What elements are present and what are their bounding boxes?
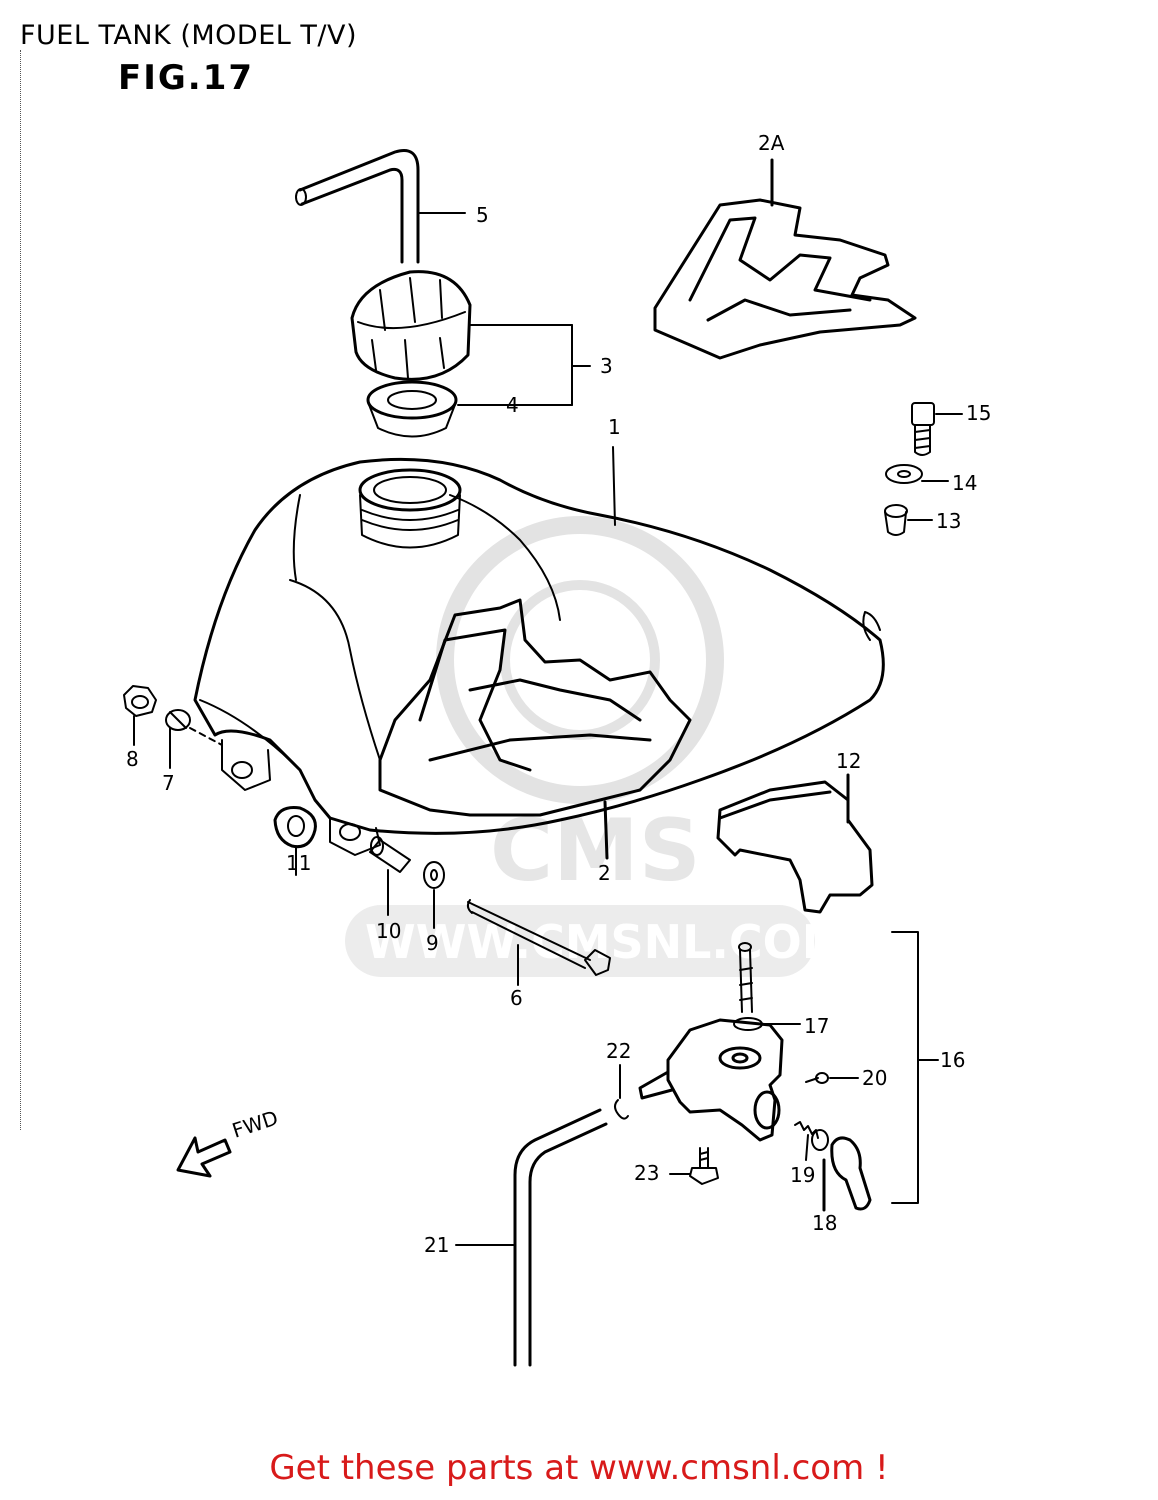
callout-7: 7 [162,771,175,795]
cap-gasket [366,380,573,438]
cushion-11 [273,806,317,876]
footer-link-text[interactable]: Get these parts at www.cmsnl.com ! [269,1448,889,1488]
page-title: FUEL TANK (MODEL T/V) [20,20,357,51]
callout-6: 6 [510,986,523,1010]
callout-12: 12 [836,749,861,773]
callout-8: 8 [126,747,139,771]
callout-2a: 2A [758,131,785,155]
washer-14 [885,464,949,484]
cover-12 [716,773,874,914]
watermark-ring [436,516,724,804]
filler-neck [358,468,462,549]
lever-18 [822,1136,872,1212]
callout-13: 13 [936,509,961,533]
callout-19: 19 [790,1163,815,1187]
left-margin-rule [20,50,21,1130]
callout-14: 14 [952,471,977,495]
emblem-2a [653,158,917,360]
collar-13 [884,504,933,536]
callout-11: 11 [286,851,311,875]
fuel-tank [193,446,885,856]
collar-10 [369,836,411,916]
clip-22 [614,1064,629,1120]
bracket-3 [571,324,591,406]
bolt-23 [669,1147,719,1185]
watermark-url-band [345,905,815,977]
figure-number: FIG.17 [118,58,255,98]
callout-22: 22 [606,1039,631,1063]
fuel-cock [638,1018,784,1142]
callout-1: 1 [608,415,621,439]
callout-15: 15 [966,401,991,425]
callout-21: 21 [424,1233,449,1257]
callout-20: 20 [862,1066,887,1090]
callout-18: 18 [812,1211,837,1235]
breather-hose [295,149,466,264]
watermark-logo-text: CMS [490,801,701,901]
callout-4: 4 [506,393,519,417]
callout-16: 16 [940,1048,965,1072]
nut-8 [123,685,157,746]
callout-23: 23 [634,1161,659,1185]
bolt-15 [911,402,963,456]
forward-arrow-icon [176,1136,232,1178]
callout-9: 9 [426,931,439,955]
fuel-hose-21 [455,1108,608,1367]
bolt-6 [466,899,611,986]
washer-7 [165,709,223,769]
callout-5: 5 [476,203,489,227]
screw-20 [805,1072,859,1084]
watermark-url-text: WWW.CMSNL.COM [365,915,848,969]
washer-9 [423,861,445,929]
fuel-cap [350,270,573,381]
callout-2: 2 [598,861,611,885]
bracket-16 [891,931,939,1204]
callout-17: 17 [804,1014,829,1038]
callout-10: 10 [376,919,401,943]
spring-19 [794,1121,829,1161]
tank-emblem-2 [378,598,692,860]
callout-3: 3 [600,354,613,378]
fwd-label: FWD [229,1106,281,1143]
callout-labels: 1 2A 2 3 4 5 6 7 8 9 10 11 12 13 14 15 1… [126,131,991,1257]
